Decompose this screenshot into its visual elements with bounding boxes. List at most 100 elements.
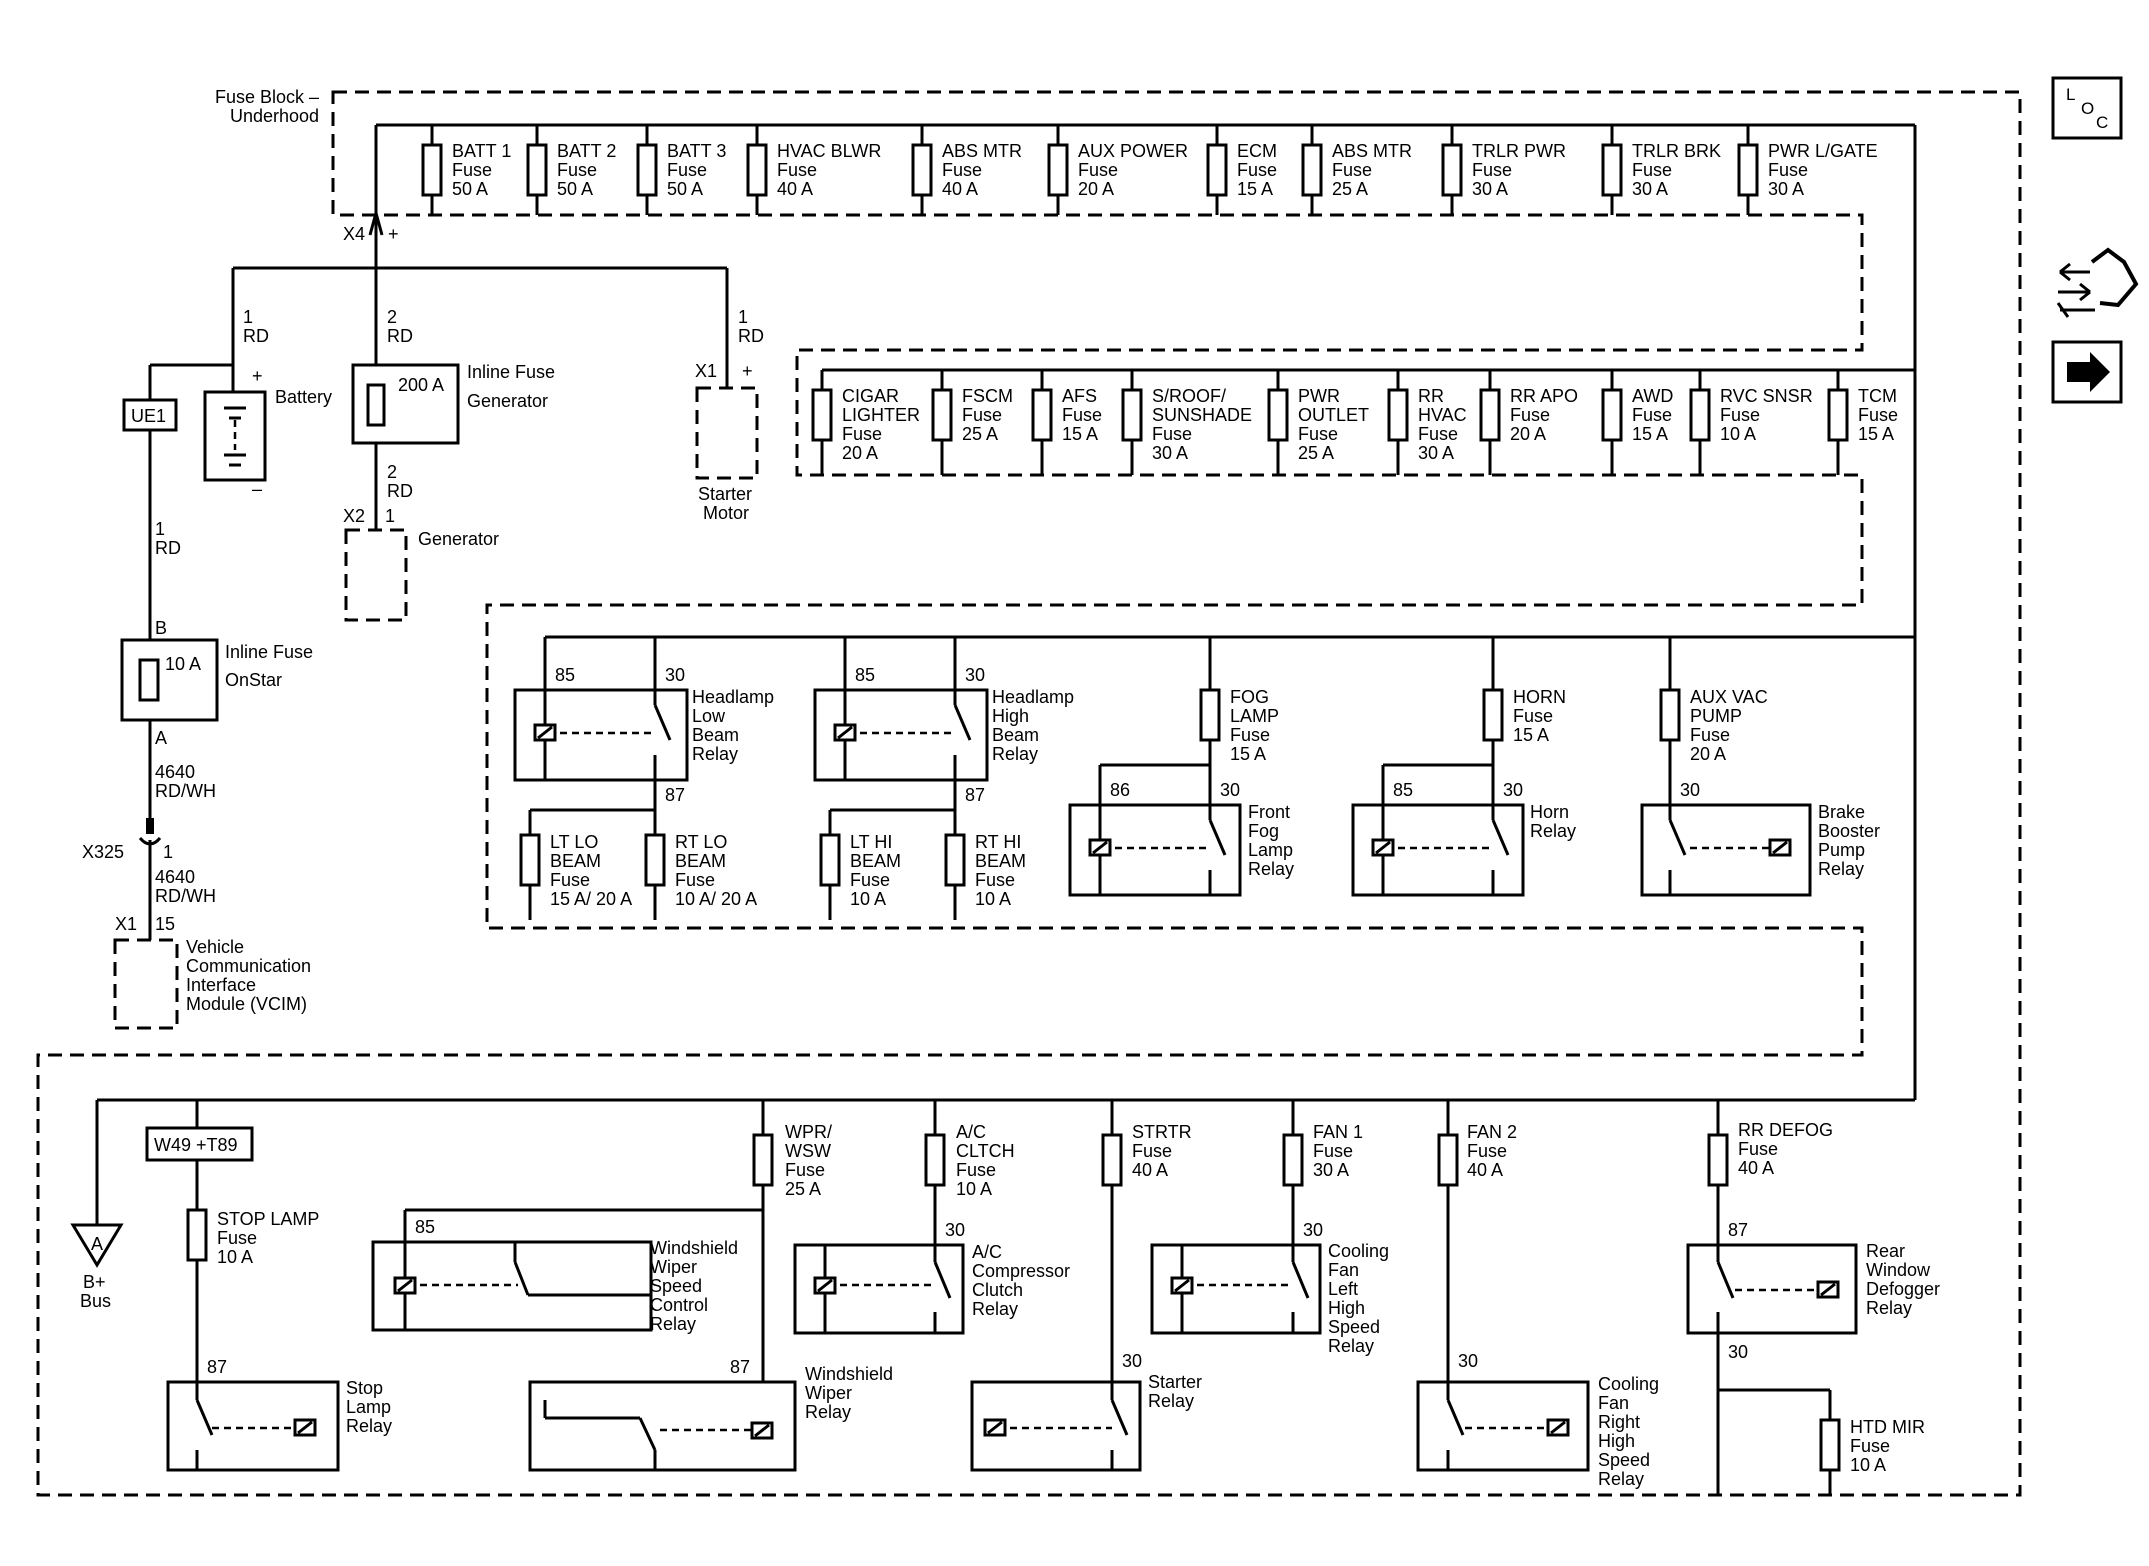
mid-fuse-label: SUNSHADE [1152,405,1252,425]
wsw-ctrl-label-3: Speed [650,1276,702,1296]
top-fuse-label: 15 A [1237,179,1273,199]
vcim-module [113,938,179,1030]
mid-fuse-label: RVC SNSR [1720,386,1813,406]
cfl-relay-label-4: High [1328,1298,1365,1318]
stop-relay-label-1: Stop [346,1378,383,1398]
wsw-relay-label-3: Relay [805,1402,851,1422]
mid-fuse-label: 25 A [1298,443,1334,463]
mid-fuse-label: Fuse [1510,405,1550,425]
headlamp-high-beam-relay [813,637,989,810]
wpr-fuse-2: WSW [785,1141,831,1161]
fuse-block-title: Fuse Block – [215,87,319,107]
cfr-relay-label-5: Speed [1598,1450,1650,1470]
wsw-ctrl-pin-85: 85 [415,1217,435,1237]
low-beam-fuse-wiring [519,808,666,920]
top-fuse-label: BATT 3 [667,141,726,161]
mid-fuse-label: S/ROOF/ [1152,386,1226,406]
wire-3-color: RD [738,326,764,346]
fog-relay-label-4: Relay [1248,859,1294,879]
top-fuse-label: PWR L/GATE [1768,141,1878,161]
bplus-bus-symbol [70,1223,124,1268]
mid-fuse-label: 10 A [1720,424,1756,444]
headlamp-low-beam-relay [513,637,689,810]
mid-fuse-label: 15 A [1062,424,1098,444]
inline-fuse-generator-name: Generator [467,391,548,411]
top-fuse-label: ABS MTR [942,141,1022,161]
high-beam-fuse-wiring [819,808,966,920]
wpr-fuse-4: 25 A [785,1179,821,1199]
htd-fuse-2: Fuse [1850,1436,1890,1456]
aux-fuse-2: PUMP [1690,706,1742,726]
x1-vcim-pin: 15 [155,914,175,934]
wire-6-color: RD/WH [155,781,216,801]
fog-fuse-1: FOG [1230,687,1269,707]
lt-lo-fuse-1: LT LO [550,832,598,852]
top-fuse-label: 30 A [1632,179,1668,199]
top-fuse-label: 30 A [1472,179,1508,199]
starter-motor [695,386,759,480]
cfr-relay-label-3: Right [1598,1412,1640,1432]
hl-low-label-3: Beam [692,725,739,745]
rt-hi-fuse-2: BEAM [975,851,1026,871]
x4-connector: X4 [343,224,365,244]
fog-fuse-2: LAMP [1230,706,1279,726]
brake-relay-label-3: Pump [1818,840,1865,860]
cfr-relay-label-4: High [1598,1431,1635,1451]
top-fuse-label: Fuse [667,160,707,180]
loc-icon[interactable]: L O C [2051,76,2123,140]
hl-low-label-2: Low [692,706,726,726]
battery-label: Battery [275,387,332,407]
ac-relay-label-1: A/C [972,1242,1002,1262]
top-fuse-label: 50 A [557,179,593,199]
w49-t89-splice [145,1126,254,1162]
wsw-ctrl-label-4: Control [650,1295,708,1315]
fan2-fuse-1: FAN 2 [1467,1122,1517,1142]
top-fuse-label: Fuse [1332,160,1372,180]
mid-fuse-label: 15 A [1632,424,1668,444]
rt-lo-fuse-3: Fuse [675,870,715,890]
strtr-fuse-2: Fuse [1132,1141,1172,1161]
mid-fuse-label: Fuse [1298,424,1338,444]
mid-fuse-label: AFS [1062,386,1097,406]
horn-relay-pin-30: 30 [1503,780,1523,800]
rwd-relay-pin-30: 30 [1728,1342,1748,1362]
mid-fuse-label: Fuse [1152,424,1192,444]
arrow-right-icon[interactable] [2051,340,2123,404]
fan1-fuse-3: 30 A [1313,1160,1349,1180]
rt-hi-fuse-3: Fuse [975,870,1015,890]
fan2-fuse-2: Fuse [1467,1141,1507,1161]
fuse-block-subtitle: Underhood [230,106,319,126]
connector-icon[interactable] [2056,247,2139,318]
battery [203,390,267,482]
cfr-relay-label-2: Fan [1598,1393,1629,1413]
ac-relay-label-4: Relay [972,1299,1018,1319]
stop-fuse-2: Fuse [217,1228,257,1248]
vcim-label-2: Communication [186,956,311,976]
mid-fuse-label: 25 A [962,424,998,444]
fog-fuse-4: 15 A [1230,744,1266,764]
wire-1-color: RD [243,326,269,346]
rt-hi-fuse-4: 10 A [975,889,1011,909]
stop-lamp-relay [166,1160,340,1472]
hl-high-pin-85: 85 [855,665,875,685]
mid-fuse-label: 30 A [1418,443,1454,463]
top-fuse-label: 40 A [777,179,813,199]
cfl-relay-label-5: Speed [1328,1317,1380,1337]
cfr-relay-label-1: Cooling [1598,1374,1659,1394]
x325-connector [138,818,162,846]
cfl-relay-label-2: Fan [1328,1260,1359,1280]
mid-fuse-label: Fuse [962,405,1002,425]
top-bus [374,123,1917,1100]
